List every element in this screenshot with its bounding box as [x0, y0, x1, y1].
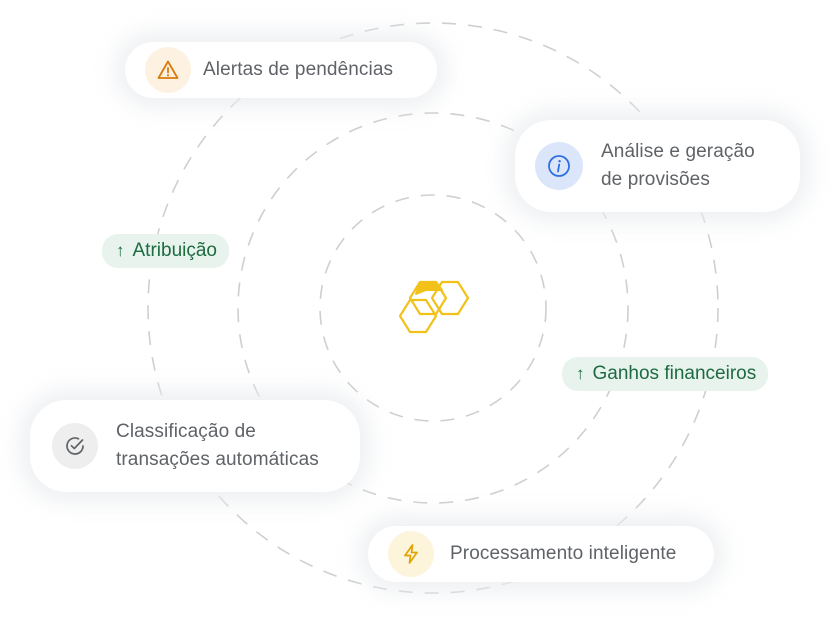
- card-label: Processamento inteligente: [450, 543, 677, 564]
- hexagon-cubes-logo: [398, 280, 470, 334]
- arrow-up-icon: ↑: [116, 241, 125, 260]
- check-circle-icon: [66, 437, 84, 455]
- orbit-ring-outer: [147, 22, 719, 594]
- arrow-up-icon: ↑: [576, 364, 585, 383]
- warning-icon-badge: [145, 47, 191, 93]
- pill-attribution: ↑ Atribuição: [102, 234, 229, 268]
- orbit-ring-inner: [319, 194, 547, 422]
- lightning-icon-badge: [388, 531, 434, 577]
- pill-financial-gains: ↑ Ganhos financeiros: [562, 357, 769, 391]
- lightning-icon: [404, 544, 418, 564]
- card-smart-processing: Processamento inteligente: [368, 526, 714, 582]
- card-label-line1: Análise e geração: [601, 141, 755, 162]
- card-label-line2: transações automáticas: [116, 449, 319, 470]
- pill-label: Ganhos financeiros: [592, 363, 757, 384]
- check-circle-icon-badge: [52, 423, 98, 469]
- card-automatic-classification: Classificação de transações automáticas: [30, 400, 360, 492]
- card-label: Alertas de pendências: [203, 59, 394, 80]
- card-pending-alerts: Alertas de pendências: [125, 42, 437, 98]
- card-label-line2: de provisões: [601, 169, 710, 190]
- orbit-ring-middle: [237, 112, 629, 504]
- info-icon: [548, 155, 570, 177]
- info-icon-badge: [535, 142, 583, 190]
- card-label-line1: Classificação de: [116, 421, 256, 442]
- card-provisions-analysis: Análise e geração de provisões: [515, 120, 800, 212]
- warning-icon: [157, 60, 179, 79]
- pill-label: Atribuição: [132, 240, 218, 261]
